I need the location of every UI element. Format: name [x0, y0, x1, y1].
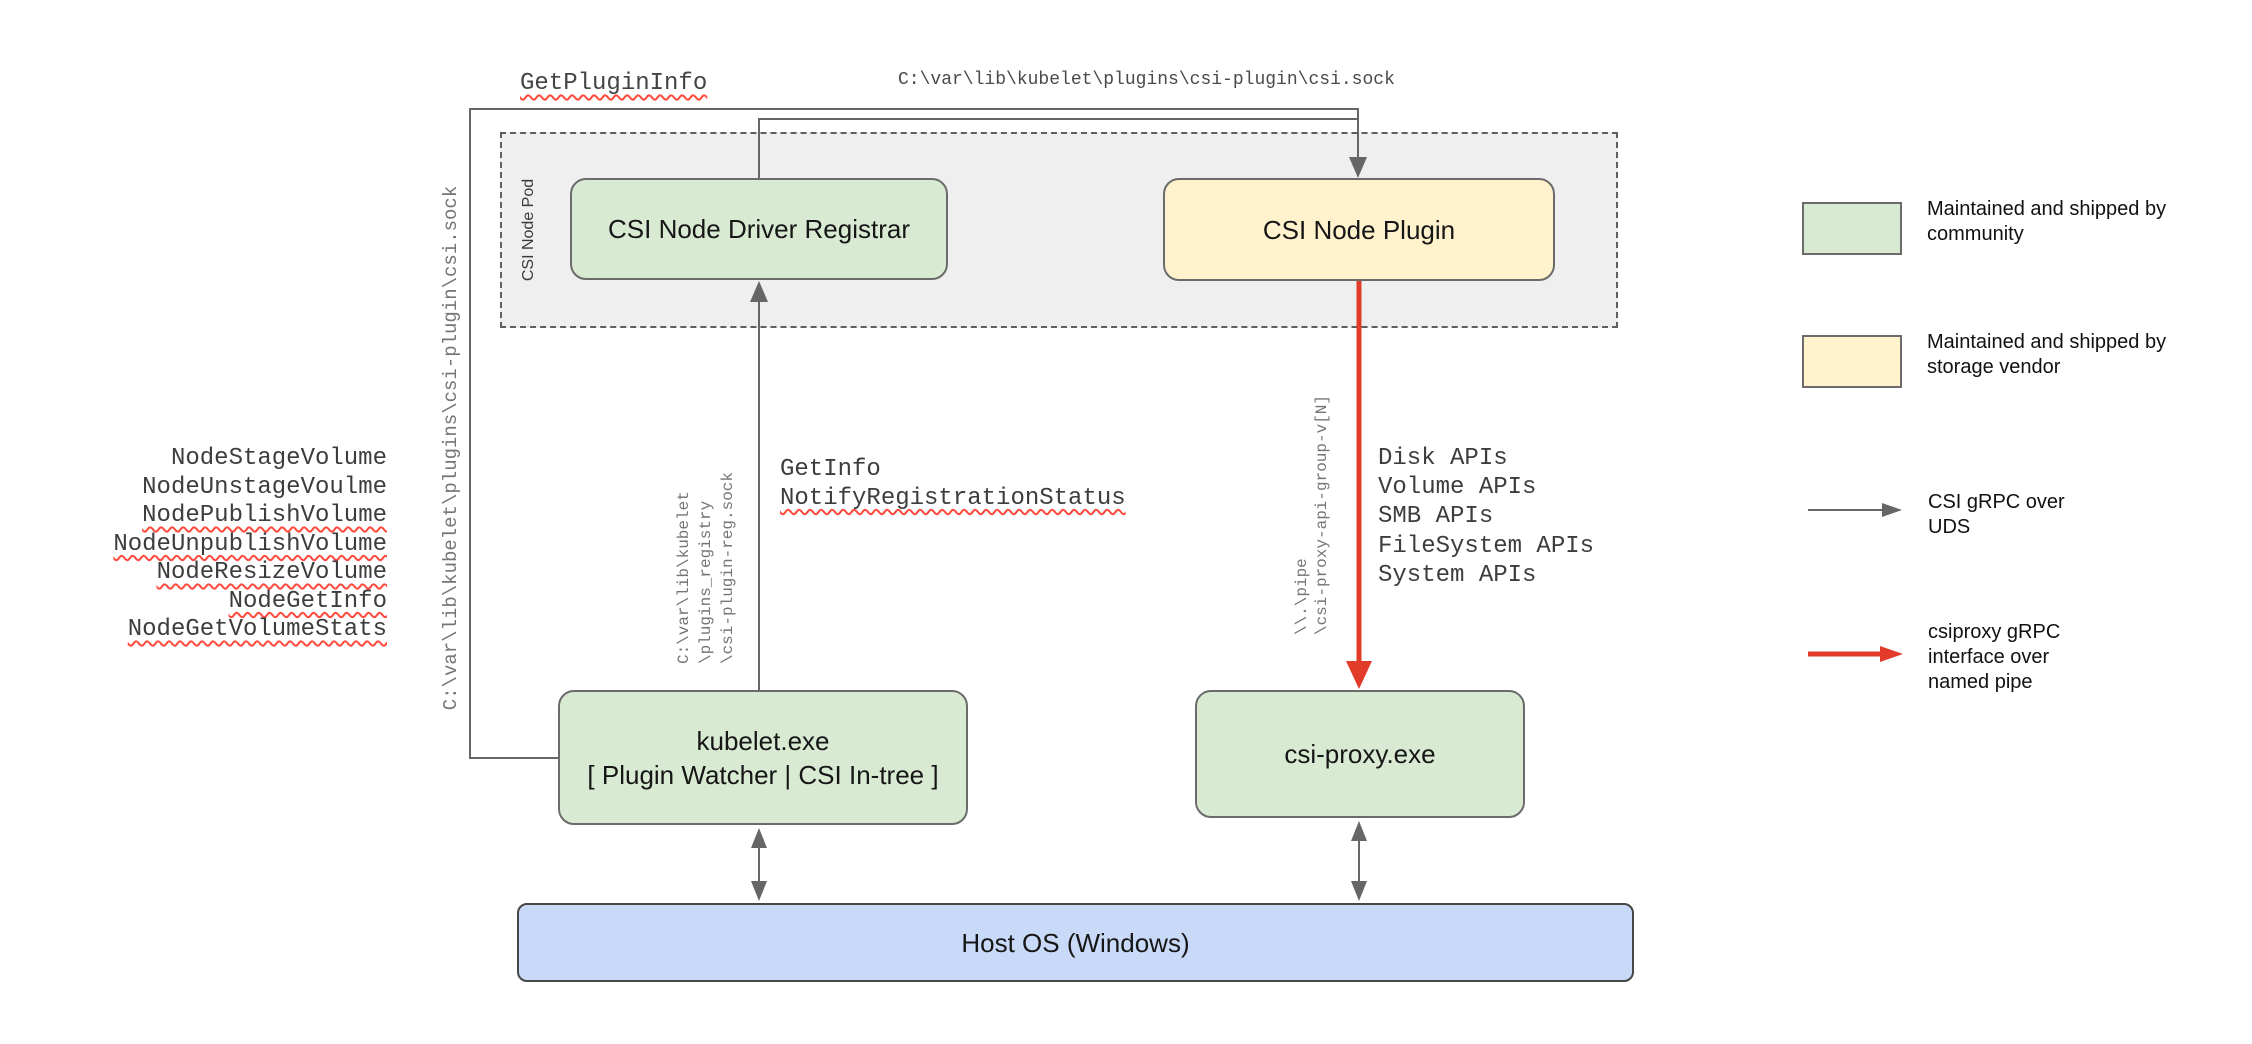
- arrowhead-into-proxy-red: [1346, 661, 1372, 689]
- node-host-os: Host OS (Windows): [517, 903, 1634, 982]
- proxy-label: csi-proxy.exe: [1284, 739, 1436, 769]
- proxy-api: FileSystem APIs: [1378, 532, 1595, 560]
- legend-uds-text: CSI gRPC over UDS: [1928, 491, 2065, 538]
- legend-swatch-community: [1802, 202, 1902, 255]
- registration-calls: GetInfo NotifyRegistrationStatus: [780, 456, 1126, 513]
- kubelet-label-line1: kubelet.exe: [696, 725, 830, 756]
- legend-red-arrow-icon: [1808, 646, 1903, 662]
- label-getinfo: GetInfo: [780, 456, 881, 483]
- proxy-api: SMB APIs: [1378, 503, 1494, 531]
- legend-pipe-text: csiproxy gRPC interface over named pipe: [1928, 621, 2061, 693]
- arrowhead-proxy-up: [1351, 821, 1367, 841]
- reg-sock-line: C:\var\lib\kubelet: [675, 491, 693, 665]
- arrowhead-proxy-down: [1351, 881, 1367, 901]
- node-call: NodeResizeVolume: [156, 559, 387, 586]
- node-call: NodeStageVolume: [170, 445, 387, 472]
- proxy-api: Volume APIs: [1378, 474, 1537, 502]
- proxy-api: System APIs: [1378, 561, 1537, 589]
- proxy-api: Disk APIs: [1378, 445, 1508, 472]
- arrow-kubelet-to-plugin: [469, 108, 1359, 759]
- node-call: NodeUnpublishVolume: [113, 530, 387, 558]
- arrow-registrar-to-plugin: [758, 118, 1357, 178]
- label-getplugininfo: GetPluginInfo: [520, 70, 708, 97]
- label-csi-sock-path-left-text: C:\var\lib\kubelet\plugins\csi-plugin\cs…: [440, 185, 462, 711]
- legend-swatch-vendor: [1802, 335, 1902, 388]
- registrar-label: CSI Node Driver Registrar: [608, 214, 910, 244]
- plugin-label: CSI Node Plugin: [1262, 214, 1456, 245]
- node-calls-list: NodeStageVolume NodeUnstageVoulme NodePu…: [87, 445, 387, 645]
- legend-gray-arrow-icon: [1808, 503, 1902, 517]
- reg-sock-line: \plugins_registry: [697, 500, 715, 665]
- legend-vendor-text: Maintained and shipped by storage vendor: [1927, 331, 2167, 378]
- label-notifyregistrationstatus: NotifyRegistrationStatus: [780, 484, 1126, 512]
- arrowhead-into-registrar: [750, 281, 768, 302]
- node-call: NodeGetInfo: [228, 587, 387, 615]
- arrowhead-kubelet-up: [751, 828, 767, 848]
- proxy-api-list: Disk APIs Volume APIs SMB APIs FileSyste…: [1378, 444, 1594, 590]
- kubelet-label-line2: [ Plugin Watcher | CSI In-tree ]: [587, 759, 939, 790]
- arrowhead-kubelet-down: [751, 881, 767, 901]
- node-call: NodePublishVolume: [142, 502, 387, 529]
- node-csi-node-plugin: CSI Node Plugin: [1163, 178, 1555, 281]
- node-call: NodeUnstageVoulme: [142, 473, 387, 501]
- node-csi-node-driver-registrar: CSI Node Driver Registrar: [570, 178, 948, 280]
- arrowhead-into-plugin: [1349, 157, 1367, 178]
- host-os-label: Host OS (Windows): [961, 927, 1190, 958]
- named-pipe-line: \\.\pipe: [1293, 558, 1311, 636]
- reg-sock-line: \csi-plugin-reg.sock: [719, 471, 737, 665]
- label-csi-sock-path-top: C:\var\lib\kubelet\plugins\csi-plugin\cs…: [898, 70, 1395, 90]
- node-csi-proxy: csi-proxy.exe: [1195, 690, 1525, 818]
- legend-community-text: Maintained and shipped by community: [1927, 198, 2167, 245]
- node-kubelet: kubelet.exe [ Plugin Watcher | CSI In-tr…: [558, 690, 968, 825]
- node-call: NodeGetVolumeStats: [127, 616, 387, 643]
- named-pipe-line: \csi-proxy-api-group-v[N]: [1313, 394, 1331, 636]
